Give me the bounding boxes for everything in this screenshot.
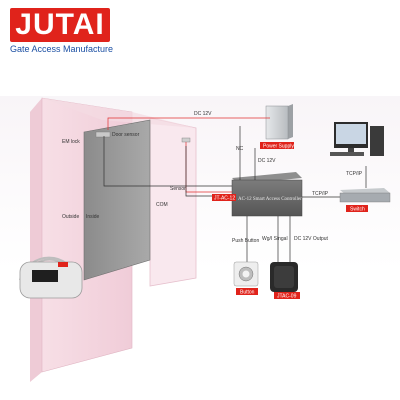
wire-dc12v-top — [107, 117, 270, 130]
em-lock — [95, 131, 111, 138]
power-supply-tag-box — [260, 142, 294, 149]
button-tag-box — [236, 288, 258, 295]
label-inside: Inside — [86, 214, 100, 220]
jutai-logo: JUTAI — [10, 8, 110, 42]
logo-text: JUTAI — [15, 8, 105, 41]
label-push-button: Push Button — [232, 238, 259, 244]
label-dc12v-mid: DC 12V — [258, 158, 276, 164]
switch-tag-box — [346, 205, 368, 212]
reader-tag-box — [274, 292, 300, 299]
door-sensor — [181, 137, 191, 143]
push-button-center — [242, 270, 250, 278]
label-wg-signal: Wg/I Singal — [262, 236, 288, 242]
label-com: COM — [156, 202, 168, 208]
controller-tag: JT-AC-12 — [214, 196, 235, 202]
network-switch — [339, 192, 391, 203]
label-door-sensor: Door sensor — [112, 132, 140, 138]
power-supply-label: Power Supply — [263, 144, 294, 150]
door-panel — [83, 119, 151, 281]
reader-label: JTAC-09 — [277, 294, 297, 300]
wire-com — [185, 146, 212, 197]
handheld-screen — [32, 270, 58, 282]
power-supply-side — [288, 104, 293, 139]
controller-tag-box — [212, 194, 236, 201]
controller-label: AC-12 Smart Access Controller — [238, 197, 302, 202]
card-reader-face — [274, 266, 294, 288]
label-tcpip: TCP/IP — [312, 191, 329, 197]
pc-tower — [370, 126, 384, 156]
wall-left-face — [30, 98, 42, 382]
access-controller — [231, 179, 303, 217]
button-label: Button — [240, 290, 255, 296]
label-tcpip-top: TCP/IP — [346, 171, 363, 177]
label-dc12v-output: DC 12V Output — [294, 236, 329, 242]
label-outside: Outside — [62, 214, 79, 220]
switch-label: Switch — [350, 207, 365, 213]
keyboard — [330, 152, 364, 156]
wire-lock-to-controller — [103, 136, 232, 187]
wires — [103, 117, 367, 266]
label-dc12v-top: DC 12V — [194, 111, 212, 117]
brand-header: JUTAI Gate Access Manufacture — [10, 8, 113, 54]
power-supply — [265, 105, 289, 140]
monitor-screen — [336, 124, 366, 144]
wall-top — [42, 98, 196, 128]
label-nc: NC — [236, 146, 244, 152]
label-em-lock: EM lock — [62, 139, 80, 145]
brand-tagline: Gate Access Manufacture — [10, 44, 114, 54]
label-sensor: Sensor — [170, 186, 186, 192]
handheld-tag — [58, 262, 68, 267]
monitor-stand — [348, 148, 354, 152]
